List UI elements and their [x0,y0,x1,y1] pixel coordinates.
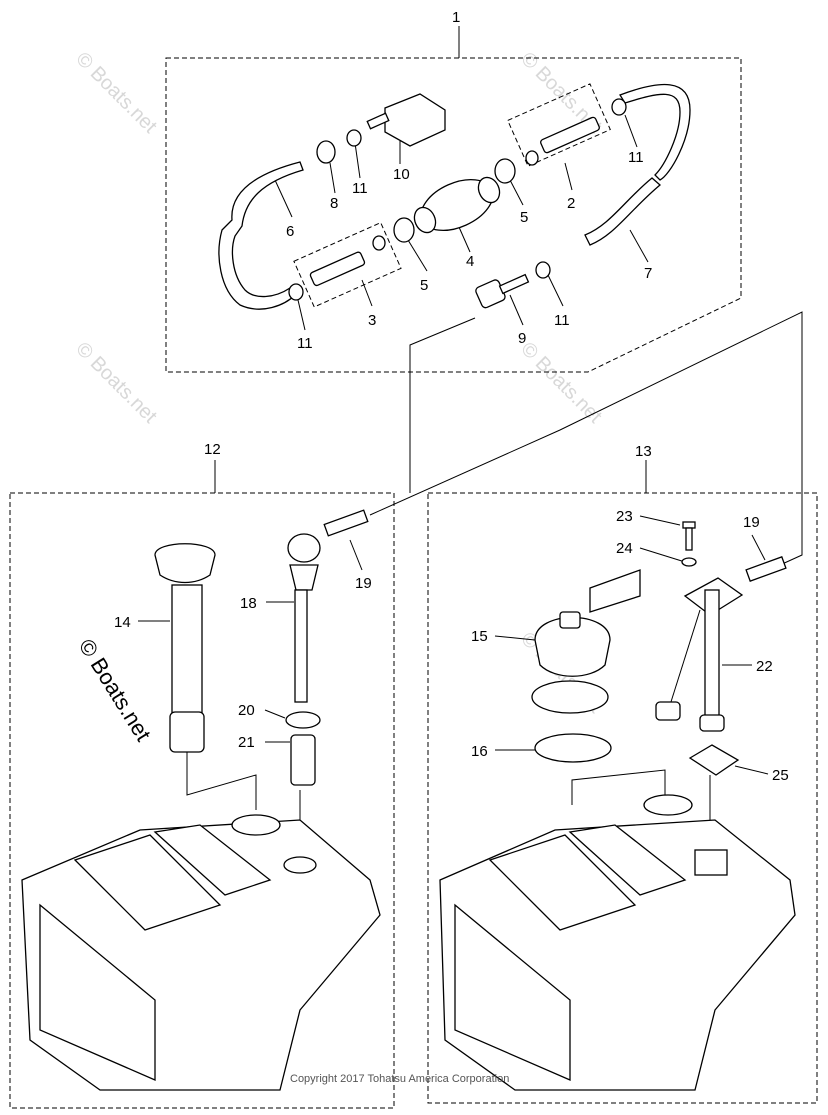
callout-25: 25 [772,767,789,784]
hose-7-lower [584,177,662,246]
fitting-19-left [323,509,369,537]
watermark-dark: © Boats.net [74,634,156,745]
callout-22: 22 [756,658,773,675]
filter-21 [290,734,316,786]
callout-8: 8 [330,195,338,212]
callout-11-bottom: 11 [554,312,570,329]
fuel-tank-left [21,814,381,1091]
callout-14: 14 [114,614,131,631]
callout-18: 18 [240,595,257,612]
callout-13: 13 [635,443,652,460]
callout-11-right: 11 [628,149,644,166]
callout-11-left: 11 [297,335,313,352]
callout-12: 12 [204,441,221,458]
callout-23: 23 [616,508,633,525]
callout-6: 6 [286,223,294,240]
callout-5-left: 5 [420,277,428,294]
callout-7: 7 [644,265,652,282]
callout-5-right: 5 [520,209,528,226]
o-ring-20 [285,711,321,729]
gasket-25 [688,744,740,776]
washer-24 [681,557,697,567]
hose-7 [619,83,691,181]
connector-9 [475,273,530,309]
fuel-gauge-22 [655,577,744,732]
group-box-2 [507,83,611,167]
fuel-gauge-14 [154,543,216,753]
gasket-16 [534,733,612,763]
callout-3: 3 [368,312,376,329]
callout-1: 1 [452,9,460,26]
assembly-box-12 [9,492,395,1109]
fuel-cap-15 [531,611,611,714]
watermark-3: © Boats.net [71,338,161,428]
callout-10: 10 [393,166,410,183]
fittings [288,98,627,301]
assembly-box-1 [165,57,742,373]
callout-11-top: 11 [352,180,368,197]
callout-19-right: 19 [743,514,760,531]
group-box-3 [293,221,402,308]
fuel-tank-right [439,794,796,1091]
check-valve-2 [540,116,600,154]
assembly-box-13 [427,492,818,1104]
callout-15: 15 [471,628,488,645]
primer-bulb [413,176,501,234]
callout-24: 24 [616,540,633,557]
screw-23 [682,521,696,551]
callout-16: 16 [471,743,488,760]
callout-21: 21 [238,734,255,751]
copyright-text: Copyright 2017 Tohatsu America Corporati… [290,1073,509,1085]
pickup-tube-18 [287,533,321,703]
label-plate [589,569,641,613]
callout-19-left: 19 [355,575,372,592]
watermark-1: © Boats.net [71,48,161,138]
fitting-19-right [745,556,787,582]
callout-4: 4 [466,253,474,270]
connector-10 [366,93,446,147]
callouts: 1 2 3 4 5 5 6 7 8 9 10 11 11 11 11 12 13… [114,9,789,784]
callout-20: 20 [238,702,255,719]
leader-lines [138,26,803,852]
callout-2: 2 [567,195,575,212]
callout-9: 9 [518,330,526,347]
check-valve-3 [309,251,366,287]
